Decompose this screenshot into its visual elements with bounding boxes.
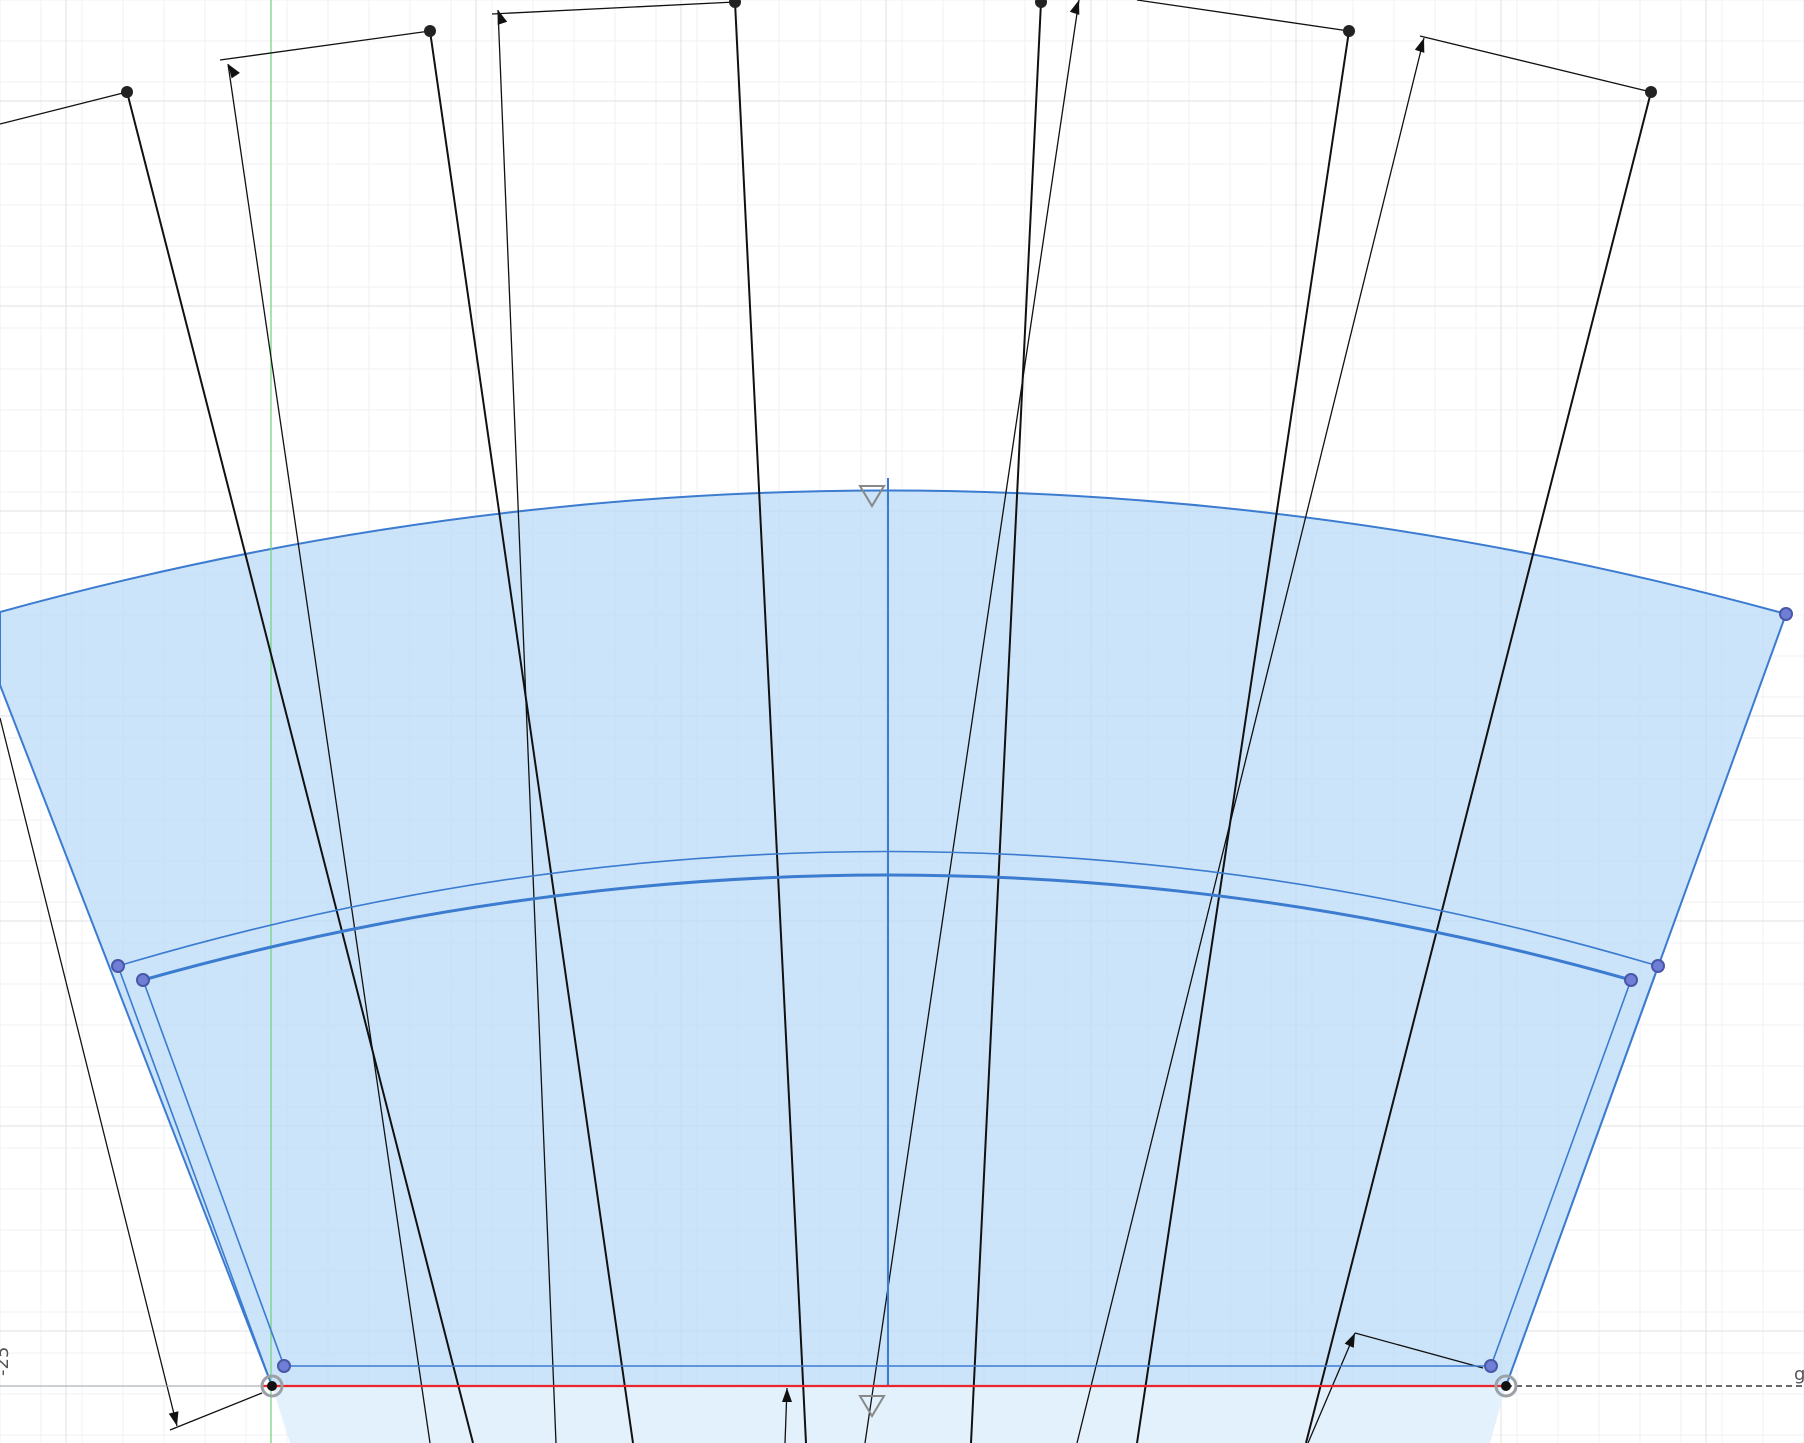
sector-profile[interactable] <box>0 489 1788 1387</box>
dimension-extension[interactable] <box>1419 35 1652 93</box>
sketch-point-icon[interactable] <box>729 0 741 8</box>
dimension-leader[interactable] <box>227 63 431 1443</box>
dimension-arrows <box>168 0 1425 1426</box>
construction-line[interactable] <box>734 1 807 1443</box>
sketch-point-icon[interactable] <box>1484 1359 1498 1373</box>
arrowhead-icon <box>782 1388 792 1402</box>
construction-line[interactable] <box>1305 91 1652 1443</box>
arrowhead-icon <box>1344 1333 1355 1348</box>
sketch-points <box>111 0 1793 1398</box>
arrowhead-icon <box>497 10 508 25</box>
dimension-leader[interactable] <box>1307 1332 1356 1443</box>
arrowhead-icon <box>1069 0 1080 15</box>
sketch-point-icon[interactable] <box>121 86 133 98</box>
origin-point-icon[interactable] <box>1494 1374 1518 1398</box>
sketch-point-icon[interactable] <box>1645 86 1657 98</box>
dimension-leader[interactable] <box>0 717 178 1427</box>
construction-line[interactable] <box>970 1 1042 1443</box>
midpoint-triangle-icon[interactable] <box>858 485 886 508</box>
origin-point-icon[interactable] <box>260 1374 284 1398</box>
arrowhead-icon <box>168 1411 179 1426</box>
sketch-point-icon[interactable] <box>1343 25 1355 37</box>
constraint-markers <box>858 485 886 1418</box>
dimension-extension[interactable] <box>0 91 128 125</box>
sketch-point-icon[interactable] <box>136 973 150 987</box>
sketch-point-icon[interactable] <box>424 25 436 37</box>
inner-side-line-left[interactable] <box>117 965 273 1387</box>
inner-sketch-lines <box>0 478 1659 1387</box>
lower-region-fill <box>272 1386 1506 1443</box>
dimension-leader[interactable] <box>169 1392 263 1431</box>
sketch-point-icon[interactable] <box>1624 973 1638 987</box>
inner-side-line-right[interactable] <box>1505 965 1659 1387</box>
inner-side-line-right-offset[interactable] <box>1490 979 1632 1367</box>
dimension-leader[interactable] <box>864 0 1080 1443</box>
construction-line[interactable] <box>126 91 474 1443</box>
dimension-extension[interactable] <box>1136 0 1350 32</box>
construction-lines <box>126 1 1652 1443</box>
sketch-point-icon[interactable] <box>1035 0 1047 8</box>
arrowhead-icon <box>1414 38 1425 53</box>
sketch-point-icon[interactable] <box>1501 1381 1511 1391</box>
sketch-point-icon[interactable] <box>111 959 125 973</box>
edge-label: g <box>1794 1364 1804 1385</box>
arrowhead-icon <box>228 64 240 79</box>
sketch-point-icon[interactable] <box>267 1381 277 1391</box>
dimension-leader[interactable] <box>1354 1332 1484 1369</box>
dimension-leader[interactable] <box>497 9 557 1443</box>
sketch-point-icon[interactable] <box>277 1359 291 1373</box>
dimension-extension[interactable] <box>491 1 736 15</box>
construction-line[interactable] <box>1136 30 1350 1443</box>
dimension-extension[interactable] <box>219 30 431 61</box>
midpoint-triangle-icon[interactable] <box>858 1395 886 1418</box>
construction-line[interactable] <box>429 30 634 1443</box>
axis-tick-label: -25 <box>0 1347 13 1376</box>
inner-side-line-left-offset[interactable] <box>142 979 285 1367</box>
dimension-leader[interactable] <box>1076 37 1425 1443</box>
sketch-point-icon[interactable] <box>1779 607 1793 621</box>
sketch-point-icon[interactable] <box>1651 959 1665 973</box>
